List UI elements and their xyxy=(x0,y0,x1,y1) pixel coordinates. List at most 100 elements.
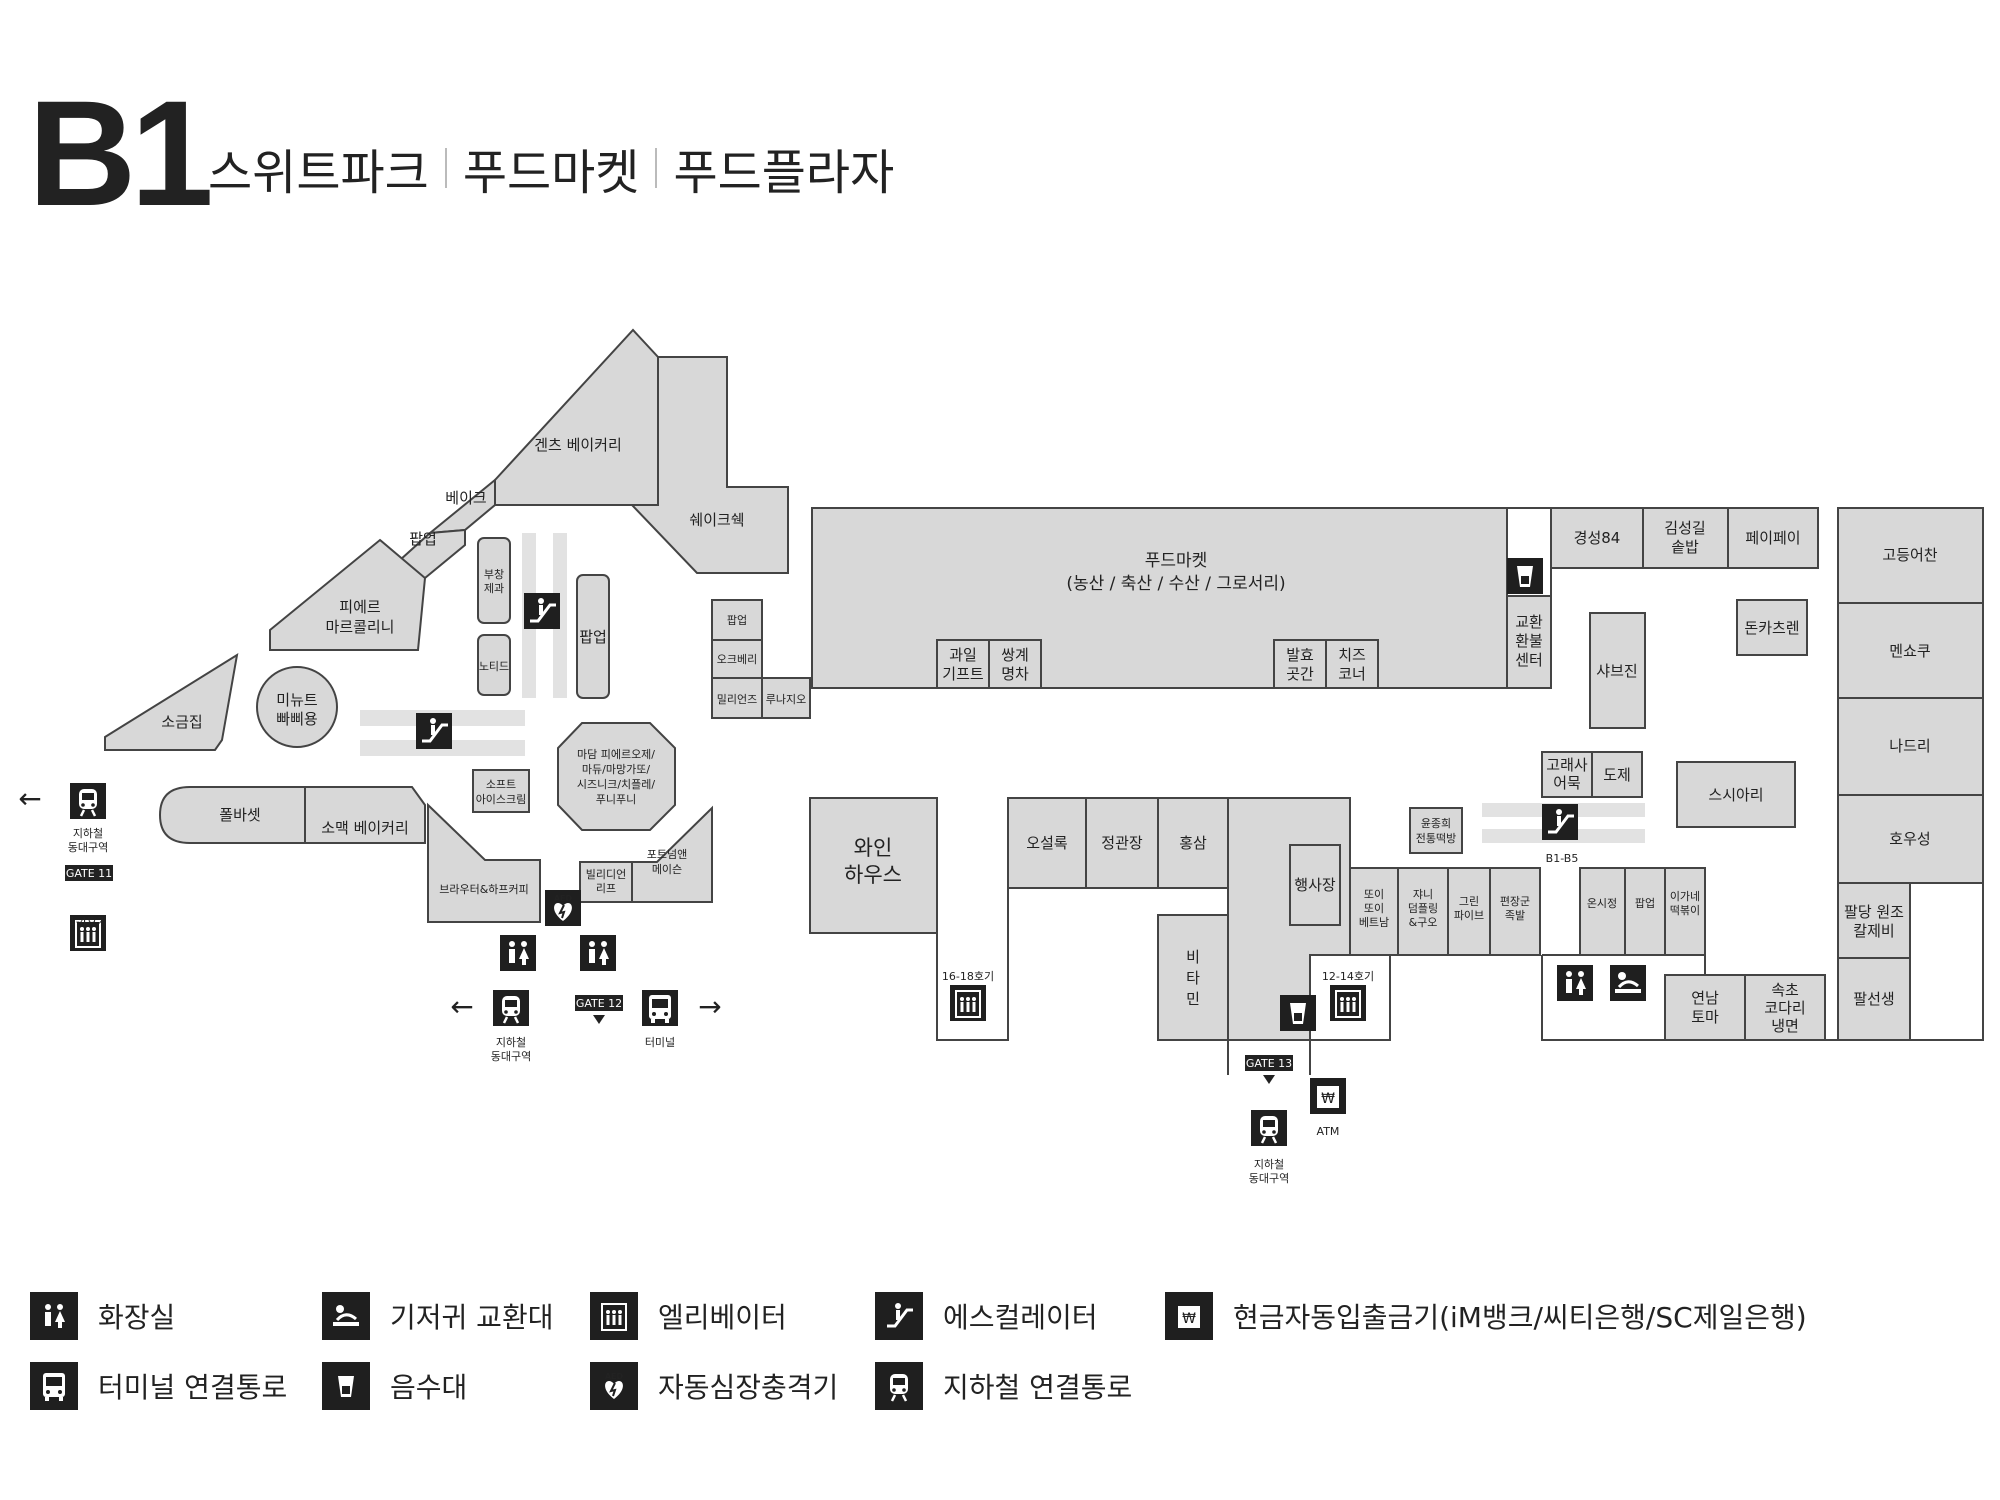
store-vitamin-label-1: 비 xyxy=(1186,948,1200,966)
subway-label-2: 동대구역 xyxy=(68,841,108,854)
store-houseong[interactable] xyxy=(1837,794,1984,884)
store-doje[interactable] xyxy=(1591,751,1643,798)
store-cheese-label-1: 치즈 xyxy=(1338,646,1366,664)
store-menshoku-label: 멘쇼쿠 xyxy=(1889,642,1930,660)
legend-aed: 자동심장충격기 xyxy=(590,1362,838,1410)
store-madang[interactable] xyxy=(557,722,676,831)
store-wine-house[interactable] xyxy=(809,797,938,934)
store-sogeum[interactable] xyxy=(104,652,239,751)
store-billi-label-1: 빌리디언 xyxy=(586,868,626,881)
escalator-icon[interactable] xyxy=(1540,802,1580,842)
store-event[interactable] xyxy=(1289,844,1341,926)
store-popup-d-label: 팝업 xyxy=(1635,897,1655,910)
store-godeung[interactable] xyxy=(1837,507,1984,604)
store-onsi[interactable] xyxy=(1579,867,1626,956)
store-billi-label-2: 리프 xyxy=(596,882,616,895)
store-dongasu[interactable] xyxy=(1736,599,1808,656)
subway-label-2: 동대구역 xyxy=(491,1050,531,1063)
store-billi[interactable] xyxy=(579,861,633,903)
store-peipei[interactable] xyxy=(1727,507,1819,569)
store-runa[interactable] xyxy=(761,677,811,719)
store-shake-shack[interactable] xyxy=(629,356,789,574)
store-jgj-label: 정관장 xyxy=(1101,834,1143,852)
subway-icon[interactable] xyxy=(1249,1108,1289,1148)
arrow-left-icon: ← xyxy=(18,782,41,815)
store-exchange-label-2: 환불 xyxy=(1515,632,1543,650)
store-yoon[interactable] xyxy=(1409,807,1463,854)
store-browater[interactable] xyxy=(427,802,541,923)
store-palsun[interactable] xyxy=(1837,957,1911,1041)
store-paldang[interactable] xyxy=(1837,882,1911,959)
store-paul-bassett[interactable] xyxy=(158,786,306,844)
legend-label: 화장실 xyxy=(98,1301,176,1334)
store-menshoku[interactable] xyxy=(1837,602,1984,699)
store-igane-label-2: 떡볶이 xyxy=(1670,904,1700,917)
elevator-icon[interactable] xyxy=(1329,984,1367,1022)
store-pyeon[interactable] xyxy=(1489,867,1541,956)
store-onsi-label: 온시정 xyxy=(1587,897,1617,910)
subway-icon xyxy=(875,1362,923,1410)
store-cheese-label-2: 코너 xyxy=(1338,665,1366,683)
subway-label-1: 지하철 xyxy=(73,826,103,840)
store-foodmarket-label-1: 푸드마켓 xyxy=(1145,551,1208,571)
store-madang-label-4: 푸니푸니 xyxy=(596,793,636,806)
store-sokcho-label-1: 속초 xyxy=(1771,981,1799,999)
store-yeonnam[interactable] xyxy=(1664,974,1746,1041)
store-madang-label-3: 시즈니크/치플레/ xyxy=(577,778,656,791)
store-ssanggye[interactable] xyxy=(988,639,1042,689)
store-jgj[interactable] xyxy=(1085,797,1159,889)
store-yeonnam-label-2: 토마 xyxy=(1691,1008,1719,1026)
store-vitamin[interactable] xyxy=(1157,914,1229,1041)
store-gents-bakery[interactable] xyxy=(494,328,659,506)
store-kimsung[interactable] xyxy=(1642,507,1729,569)
restroom-icon xyxy=(580,935,616,971)
store-sokcho[interactable] xyxy=(1744,974,1826,1041)
store-jani[interactable] xyxy=(1397,867,1449,956)
floor-label: B1 xyxy=(28,69,214,237)
store-foodmarket[interactable] xyxy=(811,507,1508,689)
store-sushi[interactable] xyxy=(1676,761,1796,828)
store-minute-papillon[interactable] xyxy=(256,666,338,748)
store-osulloc-label: 오설록 xyxy=(1026,834,1068,852)
gate-13-badge xyxy=(1245,1055,1293,1071)
store-bujang-label-1: 부창 xyxy=(484,568,504,581)
atm-icon[interactable] xyxy=(1310,1078,1346,1114)
store-somaek[interactable] xyxy=(304,786,426,844)
store-popup-b[interactable] xyxy=(576,574,610,699)
store-fortnum-label-1: 포트넘앤 xyxy=(647,848,687,861)
store-green[interactable] xyxy=(1447,867,1491,956)
store-softice[interactable] xyxy=(472,769,530,813)
store-fortnum[interactable] xyxy=(631,805,713,903)
legend-bus: 터미널 연결통로 xyxy=(30,1362,287,1410)
store-cheese[interactable] xyxy=(1325,639,1379,689)
store-goraesa[interactable] xyxy=(1541,751,1593,798)
legend-label: 에스컬레이터 xyxy=(943,1301,1098,1334)
bus-icon[interactable] xyxy=(642,990,678,1026)
store-exchange[interactable] xyxy=(1506,595,1552,689)
store-notid[interactable] xyxy=(477,634,511,696)
legend-elevator: 엘리베이터 xyxy=(590,1292,787,1340)
gate-11-badge xyxy=(65,865,113,881)
subway-icon[interactable] xyxy=(68,781,108,821)
subway-icon[interactable] xyxy=(491,988,531,1028)
store-shabu[interactable] xyxy=(1589,612,1646,729)
store-pierre[interactable] xyxy=(269,538,427,651)
store-bujang[interactable] xyxy=(477,537,511,624)
store-sushi-label: 스시아리 xyxy=(1708,786,1763,804)
elevator-icon[interactable] xyxy=(949,984,987,1022)
escalator-icon xyxy=(875,1292,923,1340)
store-nadri[interactable] xyxy=(1837,697,1984,796)
store-popup-b-label: 팝업 xyxy=(579,628,607,646)
store-popup-d[interactable] xyxy=(1624,867,1666,956)
store-event-label: 행사장 xyxy=(1294,876,1336,894)
store-fruit-label-1: 과일 xyxy=(949,646,977,664)
store-osulloc[interactable] xyxy=(1007,797,1087,889)
escalator-icon[interactable] xyxy=(414,711,454,751)
escalator-icon[interactable] xyxy=(522,591,562,631)
store-millie[interactable] xyxy=(711,677,763,719)
store-madang-label-2: 마듀/마망가또/ xyxy=(582,763,650,776)
store-vitamin-label-2: 타 xyxy=(1186,969,1200,987)
store-balhyo[interactable] xyxy=(1273,639,1327,689)
store-yoon-label-1: 윤종희 xyxy=(1421,817,1451,830)
store-millie-label: 밀리언즈 xyxy=(717,693,757,706)
